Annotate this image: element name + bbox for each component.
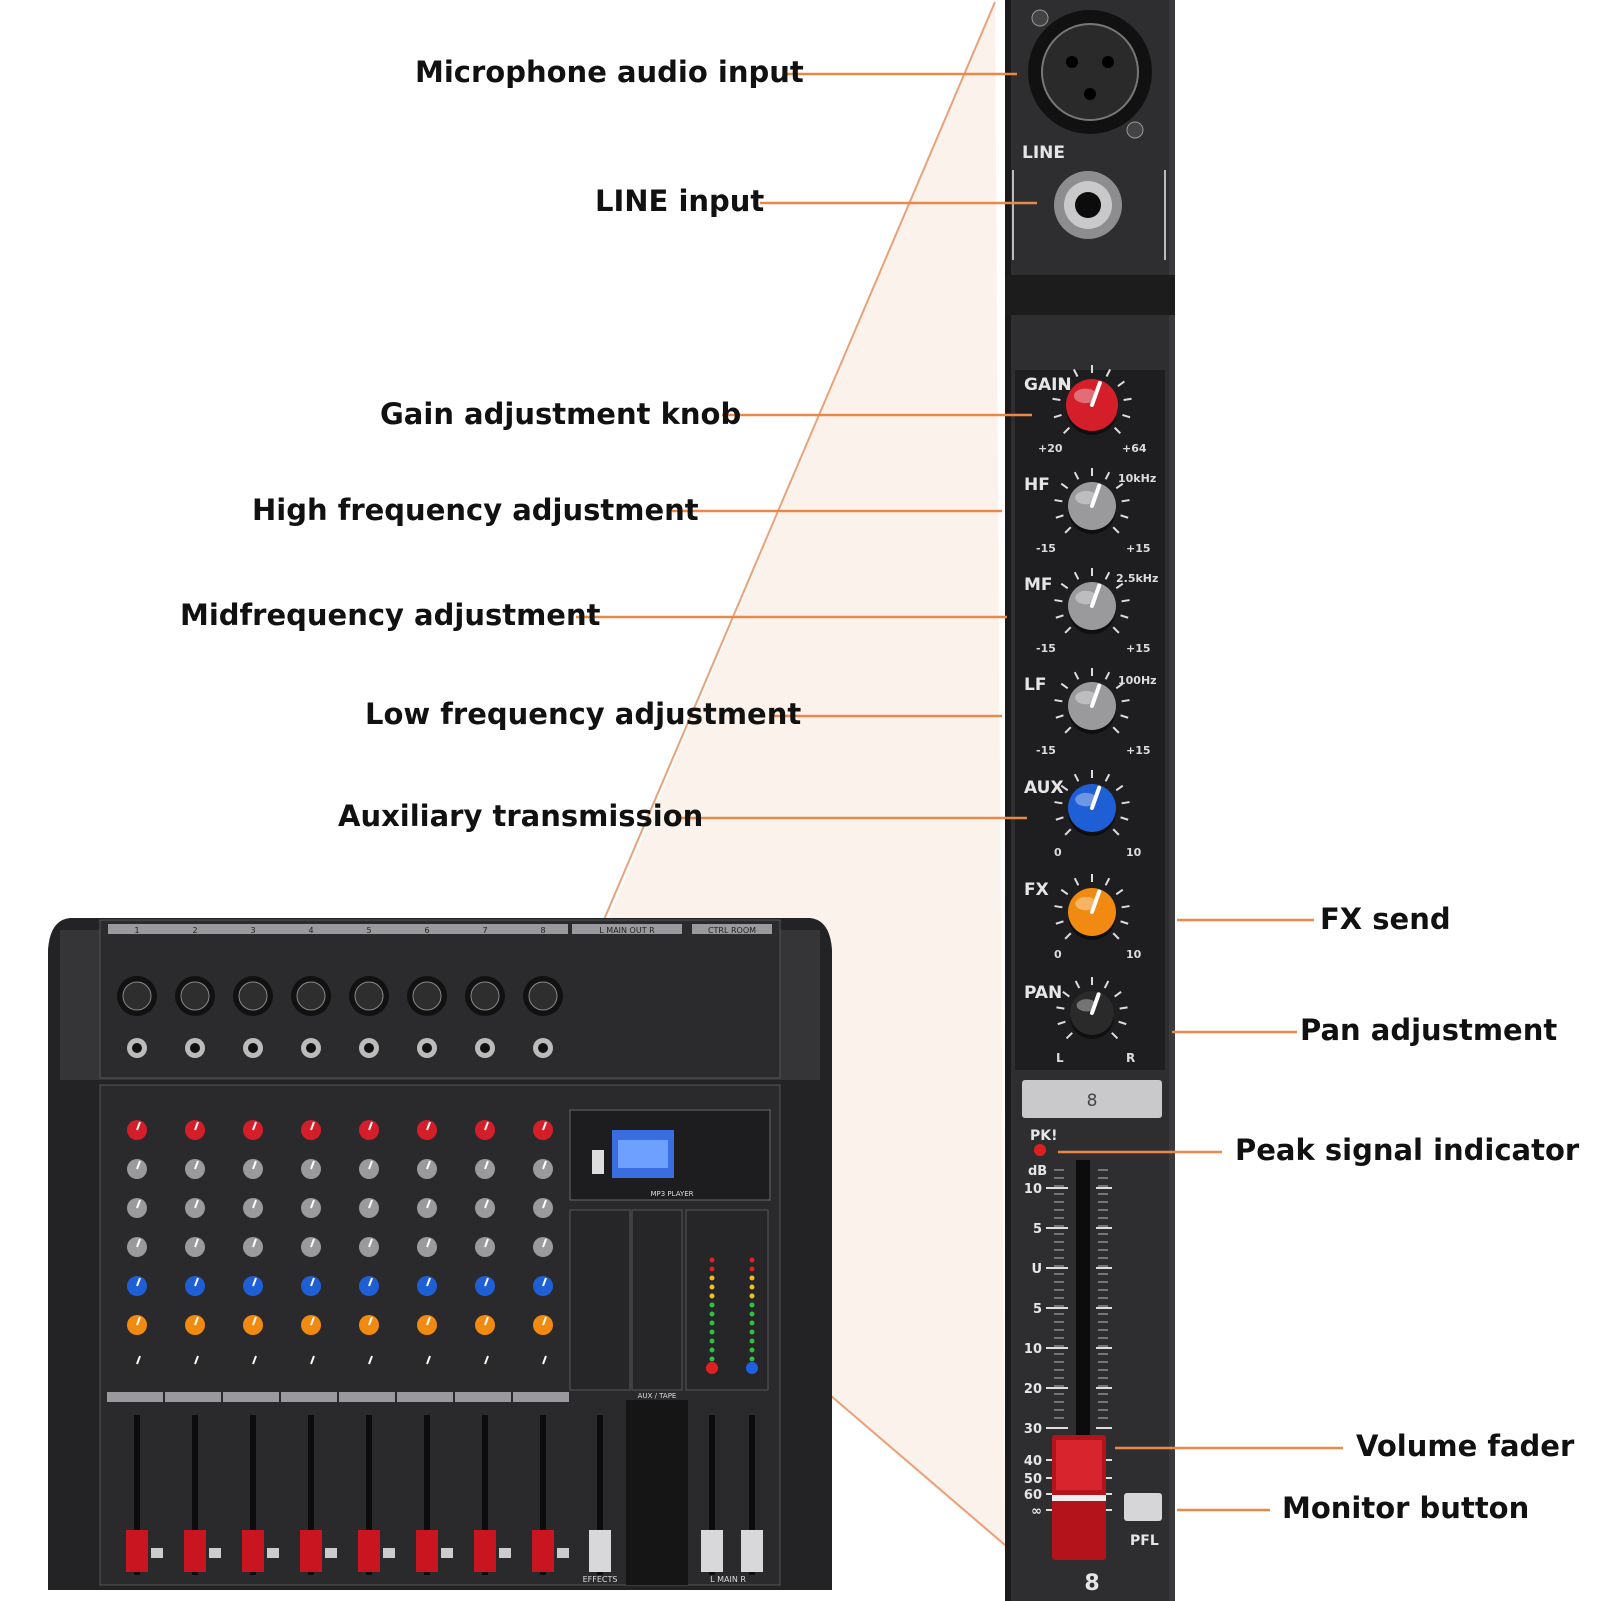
strip-pan-left: L <box>1056 1051 1064 1065</box>
mixer-fader <box>184 1530 206 1572</box>
mixer-fader <box>242 1530 264 1572</box>
mixer-channel-label: 2 <box>192 926 197 935</box>
fader-scale-tick-label: U <box>1031 1262 1042 1277</box>
mixer-ctrl-room-label: CTRL ROOM <box>708 926 756 935</box>
label-auxiliary-transmission: Auxiliary transmission <box>338 799 704 833</box>
mixer-mp3-label: MP3 PLAYER <box>650 1190 693 1198</box>
strip-pan-right: R <box>1126 1051 1135 1065</box>
mixer-fader <box>474 1530 496 1572</box>
mixer-channel-label: 3 <box>250 926 255 935</box>
mixer-fader <box>300 1530 322 1572</box>
strip-mf-label: MF <box>1024 575 1053 595</box>
channel-number-plate <box>1022 1080 1162 1118</box>
leader-lines <box>576 72 1343 1512</box>
label-pan-adjustment: Pan adjustment <box>1300 1013 1558 1047</box>
mixer-fader <box>126 1530 148 1572</box>
strip-hf-label: HF <box>1024 475 1050 495</box>
label-gain-adjustment-knob: Gain adjustment knob <box>380 397 742 431</box>
strip-gain-max: +64 <box>1122 442 1147 455</box>
hf-knob <box>1054 468 1130 534</box>
strip-hf-max: +15 <box>1126 542 1151 555</box>
fx-knob <box>1054 874 1130 940</box>
mf-knob <box>1054 568 1130 634</box>
fader-scale-tick-label: 5 <box>1033 1222 1042 1237</box>
fader-scale-tick-label: 50 <box>1024 1472 1042 1487</box>
strip-mf-max: +15 <box>1126 642 1151 655</box>
label-high-frequency-adjustment: High frequency adjustment <box>252 493 699 527</box>
strip-lf-freq: 100Hz <box>1118 674 1157 687</box>
label-fx-send: FX send <box>1320 902 1451 936</box>
strip-hf-freq: 10kHz <box>1118 472 1156 485</box>
fader-scale-tick-label: 40 <box>1024 1454 1042 1469</box>
mixer-main-label: L MAIN R <box>710 1575 746 1584</box>
mixer-main-fader <box>589 1530 611 1572</box>
fader-cap <box>1052 1435 1106 1560</box>
mixer-channel-label: 1 <box>134 926 139 935</box>
strip-fx-min: 0 <box>1054 948 1062 961</box>
label-low-frequency-adjustment: Low frequency adjustment <box>365 697 802 731</box>
strip-channel-number: 8 <box>1087 1091 1098 1111</box>
mixer-console <box>48 918 832 1590</box>
mixer-channel-label: 8 <box>540 926 545 935</box>
label-volume-fader: Volume fader <box>1356 1429 1575 1463</box>
strip-mf-min: -15 <box>1036 642 1056 655</box>
label-microphone-audio-input: Microphone audio input <box>415 55 804 89</box>
mixer-fader <box>358 1530 380 1572</box>
aux-knob <box>1054 770 1130 836</box>
strip-gain-label: GAIN <box>1024 375 1072 395</box>
strip-db-label: dB <box>1028 1164 1047 1179</box>
fader-scale-tick-label: ∞ <box>1031 1504 1042 1519</box>
gain-knob <box>1052 365 1132 435</box>
mixer-aux-tape-label: AUX / TAPE <box>638 1392 677 1400</box>
mixer-fader <box>532 1530 554 1572</box>
mixer-channel-label: 7 <box>482 926 487 935</box>
mixer-main-fader <box>741 1530 763 1572</box>
strip-line-label: LINE <box>1022 143 1065 163</box>
strip-lf-label: LF <box>1024 675 1046 695</box>
peak-led <box>1034 1144 1046 1156</box>
mixer-fader <box>416 1530 438 1572</box>
strip-gain-min: +20 <box>1038 442 1063 455</box>
label-monitor-button: Monitor button <box>1282 1491 1530 1525</box>
xlr-jack <box>1028 9 1152 139</box>
label-midfrequency-adjustment: Midfrequency adjustment <box>180 598 601 632</box>
fader-scale-tick-label: 60 <box>1024 1488 1042 1503</box>
strip-pfl-label: PFL <box>1130 1533 1159 1549</box>
strip-mf-freq: 2.5kHz <box>1116 572 1158 585</box>
fader-scale-tick-label: 30 <box>1024 1422 1042 1437</box>
fader-scale-tick-label: 5 <box>1033 1302 1042 1317</box>
line-jack <box>1054 171 1122 239</box>
mixer-main-out-label: L MAIN OUT R <box>599 926 655 935</box>
strip-aux-max: 10 <box>1126 846 1142 859</box>
mixer-main-fader <box>701 1530 723 1572</box>
fader-scale-tick-label: 10 <box>1024 1182 1042 1197</box>
strip-hf-min: -15 <box>1036 542 1056 555</box>
mixer-channel-label: 6 <box>424 926 429 935</box>
strip-fx-max: 10 <box>1126 948 1142 961</box>
strip-bottom-channel-number: 8 <box>1084 1571 1099 1596</box>
mixer-channel-label: 4 <box>308 926 313 935</box>
mixer-effects-label: EFFECTS <box>583 1575 618 1584</box>
strip-pk-label: PK! <box>1030 1128 1058 1144</box>
strip-aux-label: AUX <box>1024 778 1064 798</box>
strip-aux-min: 0 <box>1054 846 1062 859</box>
pfl-button-shape <box>1124 1493 1162 1521</box>
fader-scale-tick-label: 10 <box>1024 1342 1042 1357</box>
strip-lf-min: -15 <box>1036 744 1056 757</box>
pan-knob <box>1056 977 1128 1040</box>
mixer-channel-label: 5 <box>366 926 371 935</box>
channel-strip <box>1005 0 1175 1601</box>
label-line-input: LINE input <box>595 184 765 218</box>
strip-pan-label: PAN <box>1024 983 1062 1003</box>
label-peak-signal-indicator: Peak signal indicator <box>1235 1133 1580 1167</box>
lf-knob <box>1054 668 1130 734</box>
strip-fx-label: FX <box>1024 880 1049 900</box>
strip-lf-max: +15 <box>1126 744 1151 757</box>
fader-scale-tick-label: 20 <box>1024 1382 1042 1397</box>
